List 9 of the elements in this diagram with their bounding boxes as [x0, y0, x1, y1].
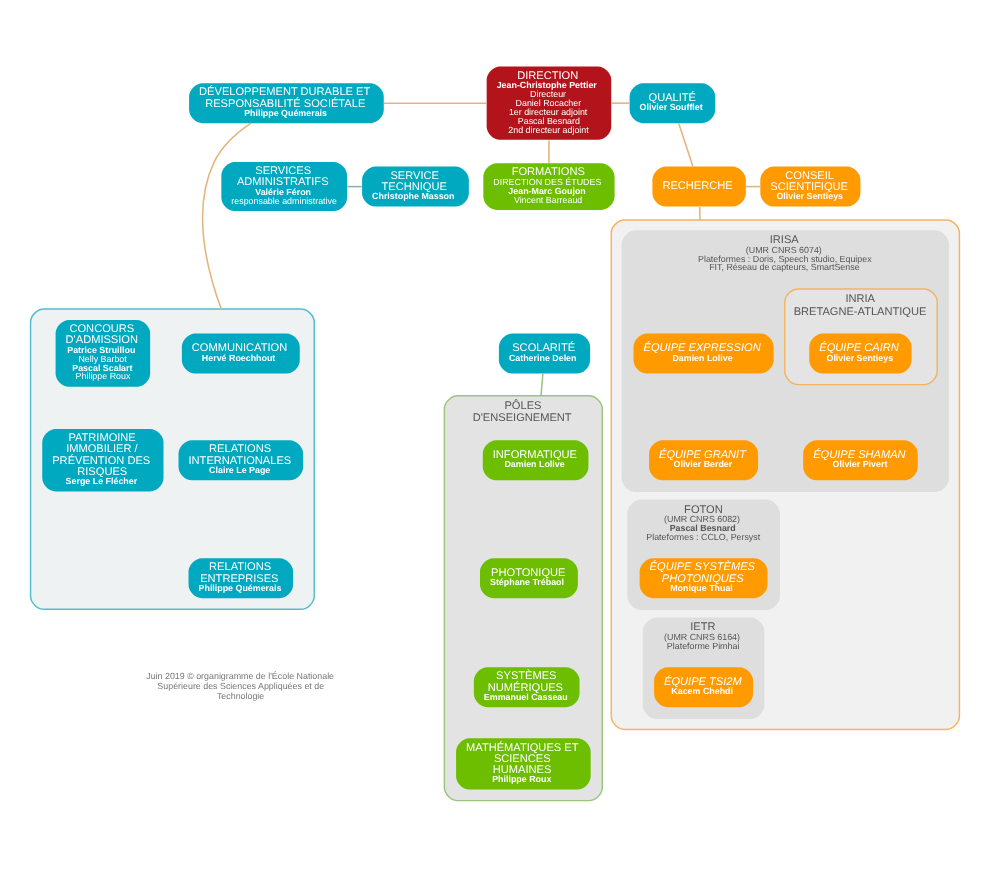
- cluster: [610, 218, 961, 730]
- cluster: [29, 307, 315, 610]
- connector: [201, 121, 252, 309]
- connector: [540, 371, 544, 396]
- connector: [610, 101, 630, 103]
- connector: [698, 205, 701, 220]
- connector: [383, 101, 488, 103]
- connector: [548, 138, 550, 163]
- connector: [678, 121, 694, 167]
